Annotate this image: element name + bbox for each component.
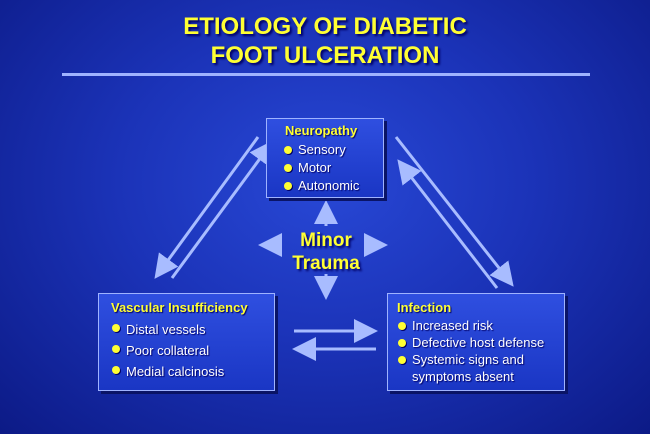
neuropathy-list: Sensory Motor Autonomic: [283, 141, 383, 195]
arrow-neuro-to-infection: [394, 136, 514, 287]
list-item-text: Poor collateral: [126, 343, 210, 358]
list-item: Motor: [283, 159, 383, 177]
list-item-text: Sensory: [298, 142, 346, 157]
list-item: Sensory: [283, 141, 383, 159]
center-label-line-1: Minor: [300, 230, 352, 251]
neuropathy-box: Neuropathy Sensory Motor Autonomic: [266, 118, 384, 198]
list-item: Distal vessels: [111, 319, 274, 340]
list-item: Autonomic: [283, 177, 383, 195]
title-divider: [62, 73, 590, 76]
list-item-text: symptoms absent: [412, 369, 514, 384]
list-item-text: Distal vessels: [126, 322, 206, 337]
vascular-title: Vascular Insufficiency: [111, 300, 248, 315]
vascular-list: Distal vessels Poor collateral Medial ca…: [111, 319, 274, 382]
slide-title: ETIOLOGY OF DIABETIC FOOT ULCERATION: [0, 12, 650, 70]
arrow-neuro-to-vascular: [154, 136, 260, 279]
list-item-text: Increased risk: [412, 318, 493, 333]
list-item-text: Defective host defense: [412, 335, 545, 350]
list-item: Systemic signs and: [397, 351, 564, 368]
list-item-continuation: symptoms absent: [397, 368, 564, 385]
list-item: Medial calcinosis: [111, 361, 274, 382]
center-label-line-2: Trauma: [292, 253, 360, 274]
list-item: Increased risk: [397, 317, 564, 334]
list-item-text: Medial calcinosis: [126, 364, 225, 379]
infection-title: Infection: [397, 300, 452, 315]
bullet-icon: [284, 182, 292, 190]
title-line-2: FOOT ULCERATION: [210, 42, 440, 69]
infection-box: Infection Increased risk Defective host …: [387, 293, 565, 391]
bullet-icon: [398, 356, 406, 364]
bullet-icon: [112, 324, 120, 332]
arrow-vascular-to-neuro: [170, 140, 274, 279]
arrow-infection-to-neuro: [397, 159, 499, 289]
bullet-icon: [284, 146, 292, 154]
list-item: Poor collateral: [111, 340, 274, 361]
vascular-box: Vascular Insufficiency Distal vessels Po…: [98, 293, 275, 391]
list-item: Defective host defense: [397, 334, 564, 351]
title-line-1: ETIOLOGY OF DIABETIC: [183, 13, 467, 40]
neuropathy-title: Neuropathy: [285, 123, 358, 138]
list-item-text: Systemic signs and: [412, 352, 524, 367]
list-item-text: Motor: [298, 160, 332, 175]
list-item-text: Autonomic: [298, 178, 360, 193]
bullet-icon: [398, 339, 406, 347]
infection-list: Increased risk Defective host defense Sy…: [397, 317, 564, 385]
bullet-icon: [284, 164, 292, 172]
bullet-icon: [112, 345, 120, 353]
bullet-icon: [112, 366, 120, 374]
bullet-icon: [398, 322, 406, 330]
